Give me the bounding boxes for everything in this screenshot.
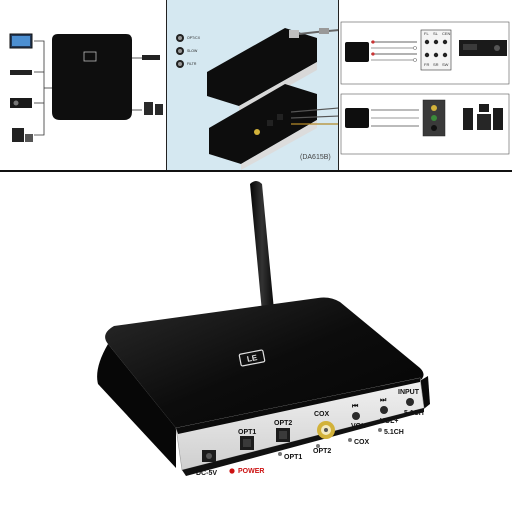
- section-divider: [0, 170, 512, 172]
- antenna: [250, 181, 274, 312]
- decoder-box-icon: [52, 34, 132, 120]
- button-label-2: SLOW: [187, 49, 198, 53]
- label-next: ⏭: [380, 397, 387, 404]
- label-vol-minus: VOL-: [351, 423, 368, 430]
- button-label-3: FILTR: [187, 62, 197, 66]
- terminal-label-fl: FL: [424, 31, 429, 36]
- power-led: [229, 468, 235, 474]
- speaker-wiring-diagram: FL SL CEN FR SR SW: [339, 0, 512, 170]
- decoder-render: LE DC-5V POWER OPT1 OPT1 OPT2 OPT2 COX C…: [97, 181, 430, 477]
- headphone-amp-icon: [142, 55, 160, 60]
- device-closeup-diagram: OPT/CX SLOW FILTR (DA615B): [167, 0, 339, 170]
- label-cox-bottom: COX: [354, 439, 370, 446]
- input-button[interactable]: [406, 398, 414, 406]
- button-label-1: OPT/CX: [187, 36, 201, 40]
- computer-icon: [12, 128, 24, 142]
- label-cox-top: COX: [314, 411, 330, 418]
- label-input-51: 5.1CH: [404, 410, 424, 417]
- opt2-indicator: [316, 444, 320, 448]
- cox-indicator: [348, 438, 352, 442]
- label-ch51: 5.1CH: [384, 429, 404, 436]
- amplifier-icon: [10, 98, 32, 108]
- prev-vol-down-button[interactable]: [352, 412, 360, 420]
- terminal-label-sr: SR: [433, 62, 439, 67]
- label-prev: ⏮: [352, 403, 359, 410]
- speaker-left-icon: [144, 102, 153, 115]
- model-caption: (DA615B): [300, 154, 331, 161]
- terminal-label-fr: FR: [424, 62, 430, 67]
- wiring-art: [340, 21, 510, 155]
- label-opt2-top: OPT2: [274, 420, 292, 427]
- speaker-right-icon: [155, 104, 163, 115]
- next-vol-up-button[interactable]: [380, 406, 388, 414]
- opt1-indicator: [278, 452, 282, 456]
- sources-diagram-art: [9, 33, 163, 142]
- device-body-top: [105, 297, 424, 435]
- dvd-player-icon: [10, 70, 32, 75]
- label-power: POWER: [238, 468, 264, 475]
- label-opt1-top: OPT1: [238, 429, 256, 436]
- ch51-indicator: [378, 428, 382, 432]
- label-vol-plus: VOL+: [380, 418, 398, 425]
- brand-logo: LE: [238, 349, 266, 367]
- device-body-side: [97, 344, 176, 468]
- closeup-art: [176, 28, 338, 170]
- label-opt2-bottom: OPT2: [313, 448, 331, 455]
- terminal-label-cen: CEN: [442, 31, 451, 36]
- terminal-label-sw: SW: [442, 62, 449, 67]
- product-photo: LE DC-5V POWER OPT1 OPT1 OPT2 OPT2 COX C…: [0, 172, 512, 512]
- label-dc: DC-5V: [196, 470, 217, 477]
- logo-text: LE: [246, 353, 258, 364]
- label-opt1-bottom: OPT1: [284, 454, 302, 461]
- terminal-label-sl: SL: [433, 31, 438, 36]
- label-input: INPUT: [398, 389, 420, 396]
- connection-diagram-sources: [0, 0, 167, 170]
